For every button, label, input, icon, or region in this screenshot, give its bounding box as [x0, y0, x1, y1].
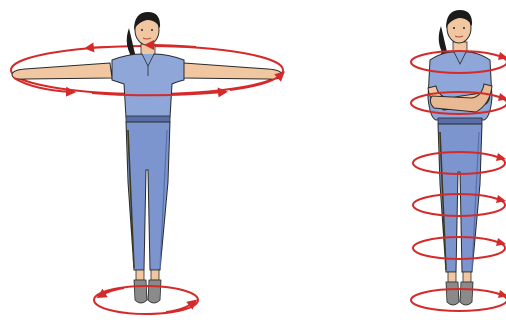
left-shoe: [446, 282, 459, 305]
figure-arms-folded: [411, 10, 506, 311]
figure-arms-outstretched: [11, 12, 283, 314]
right-shoe: [460, 282, 473, 305]
rotation-ring: [413, 237, 505, 259]
belt: [126, 116, 170, 122]
ring-arrowheads: [496, 52, 506, 298]
left-shoe: [134, 280, 147, 303]
belt: [438, 118, 482, 124]
rotation-ring: [413, 194, 505, 216]
rotation-arrow-icon: [88, 47, 110, 48]
right-shoe: [148, 280, 161, 303]
